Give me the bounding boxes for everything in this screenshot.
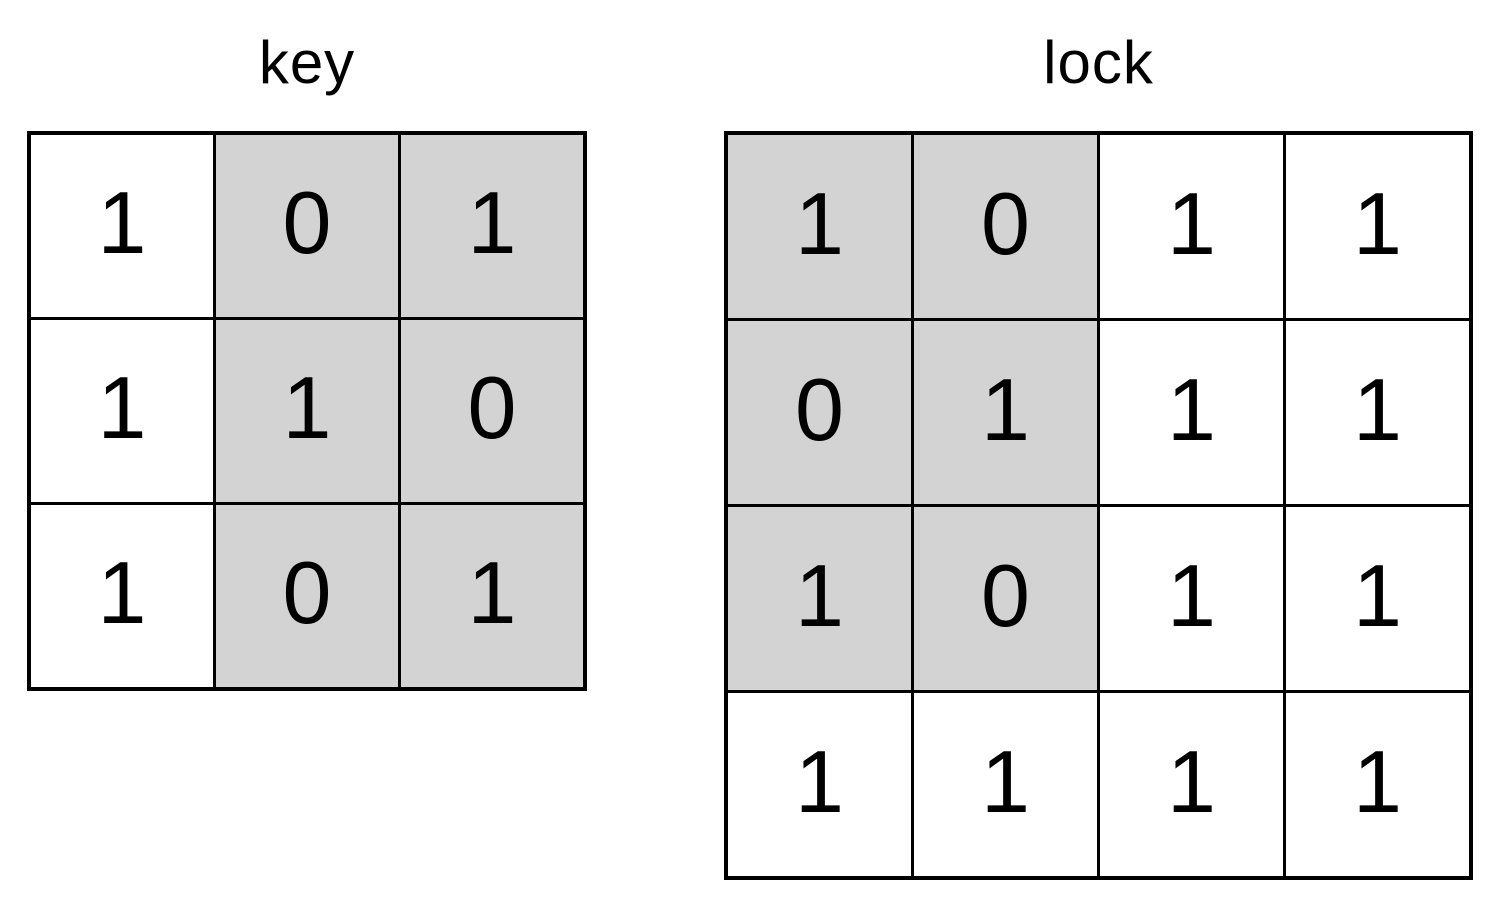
lock-cell-r3-c0: 1 xyxy=(728,693,911,876)
lock-cell-r2-c2: 1 xyxy=(1100,507,1283,690)
lock-cell-r2-c3: 1 xyxy=(1286,507,1469,690)
lock-cell-r3-c3: 1 xyxy=(1286,693,1469,876)
lock-cell-r1-c0: 0 xyxy=(728,321,911,504)
key-cell-r0-c0: 1 xyxy=(31,135,213,317)
key-cell-r0-c1: 0 xyxy=(216,135,398,317)
lock-cell-r0-c1: 0 xyxy=(914,135,1097,318)
lock-cell-r3-c2: 1 xyxy=(1100,693,1283,876)
lock-cell-r2-c1: 0 xyxy=(914,507,1097,690)
lock-cell-r1-c3: 1 xyxy=(1286,321,1469,504)
lock-cell-r0-c3: 1 xyxy=(1286,135,1469,318)
lock-grid-title: lock xyxy=(1043,29,1154,96)
key-cell-r2-c0: 1 xyxy=(31,505,213,687)
key-cell-r2-c1: 0 xyxy=(216,505,398,687)
key-cell-r1-c2: 0 xyxy=(401,320,583,502)
key-cell-r2-c2: 1 xyxy=(401,505,583,687)
lock-cell-r1-c2: 1 xyxy=(1100,321,1283,504)
key-cell-r1-c0: 1 xyxy=(31,320,213,502)
lock-cell-r0-c2: 1 xyxy=(1100,135,1283,318)
lock-cell-r2-c0: 1 xyxy=(728,507,911,690)
lock-cell-r3-c1: 1 xyxy=(914,693,1097,876)
key-cell-r1-c1: 1 xyxy=(216,320,398,502)
key-cell-r0-c2: 1 xyxy=(401,135,583,317)
key-grid-title: key xyxy=(258,29,356,96)
lock-cell-r0-c0: 1 xyxy=(728,135,911,318)
lock-cell-r1-c1: 1 xyxy=(914,321,1097,504)
